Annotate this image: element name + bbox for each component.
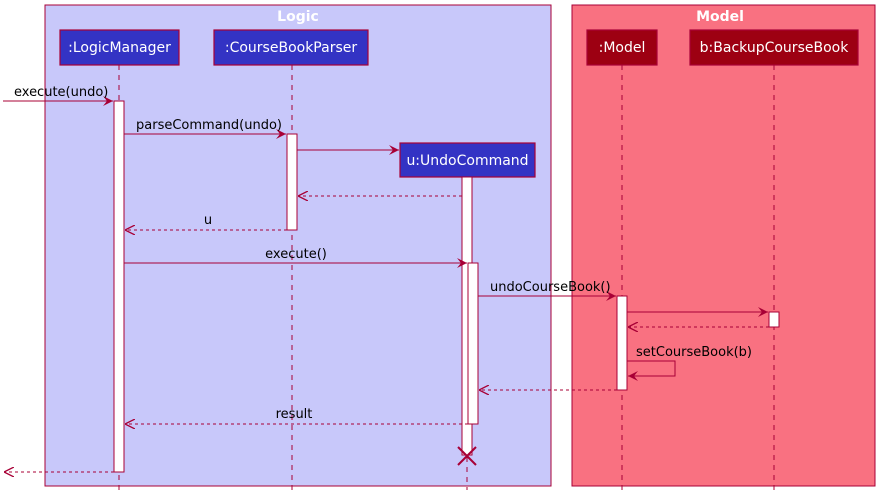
- participant-logic-manager: [59, 29, 180, 66]
- participant-logic-manager-label: :LogicManager: [68, 40, 171, 56]
- activation-undo-execute: [467, 262, 479, 425]
- activations: [113, 100, 780, 473]
- activation-parser: [286, 133, 298, 231]
- activation-model: [616, 295, 628, 391]
- message-execute: execute(): [265, 247, 327, 262]
- participant-model: [586, 29, 658, 66]
- model-box-title: Model: [696, 9, 744, 25]
- message-execute-undo: execute(undo): [14, 85, 108, 100]
- logic-box-title: Logic: [277, 9, 319, 25]
- activation-logic-manager: [113, 100, 125, 473]
- participant-backup: [689, 29, 859, 66]
- participant-parser-label: :CourseBookParser: [225, 40, 357, 56]
- message-set-course-book: setCourseBook(b): [636, 345, 752, 360]
- participant-model-label: :Model: [599, 40, 646, 56]
- message-undo-course-book: undoCourseBook(): [490, 280, 611, 295]
- participant-undo-command-label: u:UndoCommand: [406, 153, 528, 169]
- activation-backup: [768, 311, 780, 328]
- message-return-u: u: [204, 213, 212, 228]
- arrow-set-course-book: [627, 360, 676, 381]
- message-parse-command: parseCommand(undo): [136, 118, 282, 133]
- participant-parser: [213, 29, 369, 66]
- model-box: [571, 4, 876, 487]
- destroy-marker: [457, 446, 477, 466]
- message-arrows: [3, 96, 769, 472]
- message-result: result: [276, 407, 313, 422]
- participant-backup-label: b:BackupCourseBook: [700, 40, 850, 56]
